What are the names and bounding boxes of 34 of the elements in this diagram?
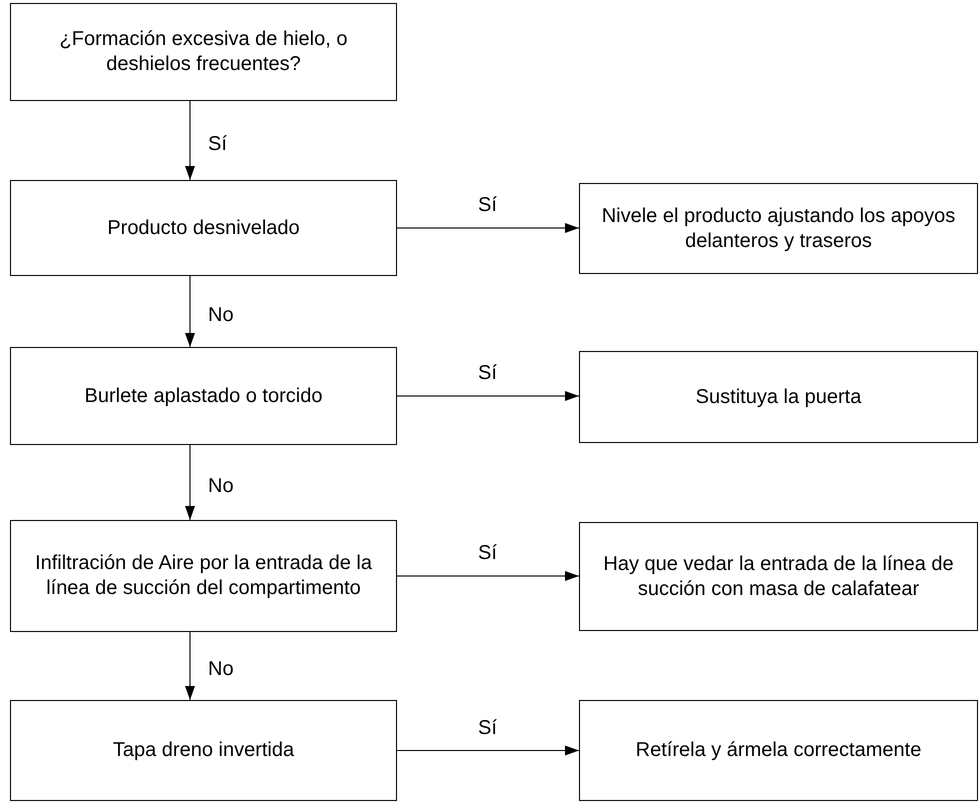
process-box [10,700,397,801]
box-text: Sustituya la puerta [696,384,862,410]
edge-label: No [208,474,234,498]
process-box [10,3,397,101]
box-text: Infiltración de Aire por la entrada de la línea de succión del compartimento [34,551,373,601]
edge-label: No [208,302,234,328]
arrow [396,746,580,756]
box-text: Producto desnivelado [107,216,300,240]
process-box [579,183,978,274]
box-text: Nivele el producto ajustando los apoyos delanteros y traseros [600,204,956,254]
arrow [396,391,580,401]
box-text: ¿Formación excesiva de hielo, o deshielos frecuentes? [58,27,348,77]
edge-label: Sí [478,361,497,386]
process-box [579,522,978,631]
arrow [396,571,580,581]
arrow [185,632,195,700]
edge-label: Sí [478,541,497,566]
process-box [579,700,978,801]
edge-label: Sí [208,132,227,156]
box-text: Burlete aplastado o torcido [84,384,322,408]
arrow [185,444,195,520]
arrow [185,100,195,180]
box-text: Retírela y ármela correctamente [636,738,922,763]
arrow [396,223,580,233]
box-text: Tapa dreno invertida [112,738,294,763]
box-text: Hay que vedar la entrada de la línea de succión con masa de calafatear [602,552,955,602]
edge-label: Sí [478,716,497,740]
process-box [10,347,397,445]
process-box [579,351,978,443]
arrow [185,276,195,348]
edge-label: No [208,657,234,682]
process-box [10,180,397,276]
process-box [10,520,397,632]
edge-label: Sí [478,193,497,218]
